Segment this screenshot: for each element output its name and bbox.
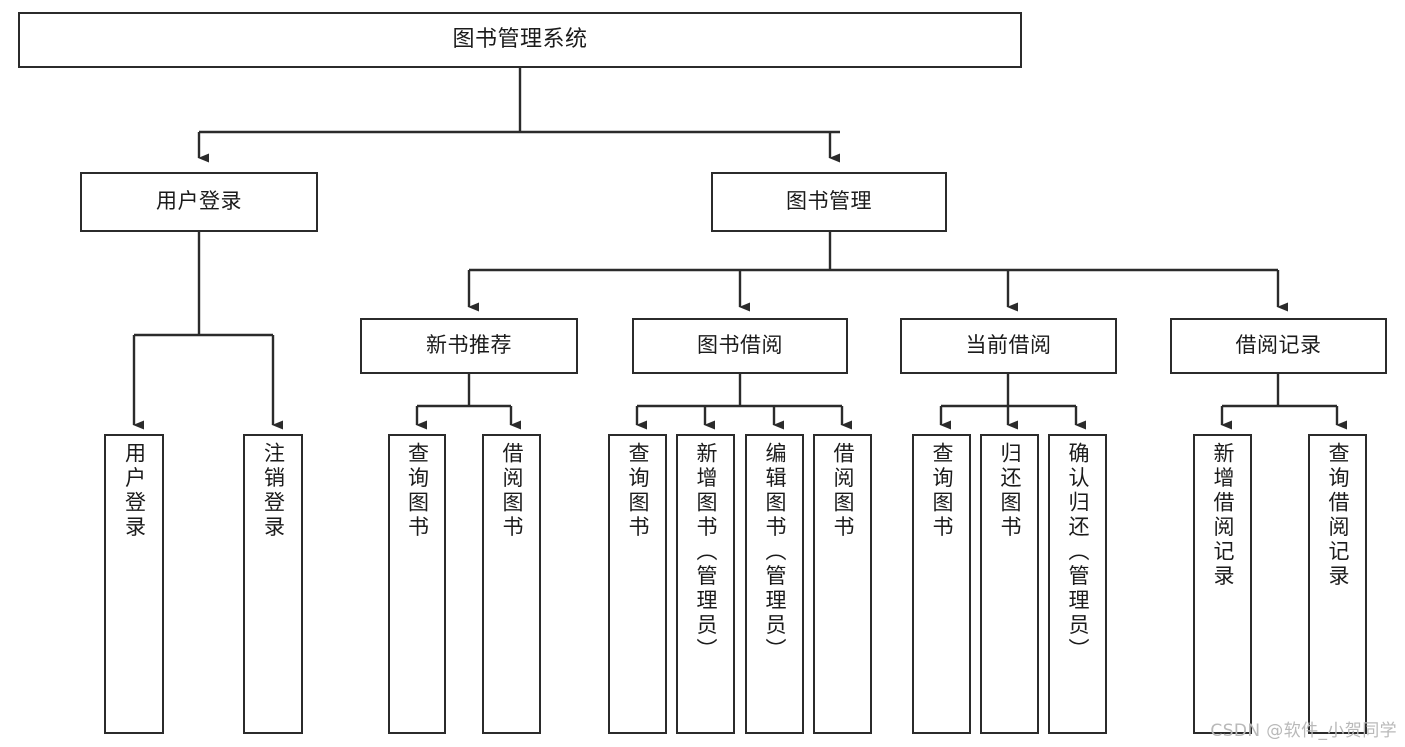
- leaf-query-book-borrow[interactable]: 查询图书: [608, 434, 667, 734]
- node-label: 图书管理系统: [452, 26, 588, 52]
- node-label: 新增借阅记录: [1211, 442, 1235, 589]
- node-label: 借阅记录: [1235, 333, 1322, 358]
- leaf-borrow-book[interactable]: 借阅图书: [813, 434, 872, 734]
- node-new-book-recommend[interactable]: 新书推荐: [360, 318, 578, 374]
- node-label: 编辑图书（管理员）: [763, 442, 787, 663]
- leaf-query-book-current[interactable]: 查询图书: [912, 434, 971, 734]
- leaf-confirm-return-admin[interactable]: 确认归还（管理员）: [1048, 434, 1107, 734]
- watermark-text: CSDN @软件_小贺同学: [1210, 721, 1397, 741]
- node-label: 新增图书（管理员）: [694, 442, 718, 663]
- node-label: 查询图书: [930, 442, 954, 540]
- node-label: 借阅图书: [500, 442, 524, 540]
- node-label: 借阅图书: [831, 442, 855, 540]
- leaf-query-book-recommend[interactable]: 查询图书: [388, 434, 446, 734]
- node-current-borrow[interactable]: 当前借阅: [900, 318, 1117, 374]
- node-root-book-management-system[interactable]: 图书管理系统: [18, 12, 1022, 68]
- leaf-query-borrow-record[interactable]: 查询借阅记录: [1308, 434, 1367, 734]
- node-label: 用户登录: [122, 442, 147, 540]
- node-label: 查询图书: [405, 442, 430, 540]
- node-borrow-record[interactable]: 借阅记录: [1170, 318, 1387, 374]
- node-label: 图书借阅: [697, 333, 783, 358]
- node-label: 新书推荐: [426, 333, 512, 358]
- node-label: 确认归还（管理员）: [1066, 442, 1090, 663]
- node-label: 查询借阅记录: [1326, 442, 1350, 589]
- node-label: 归还图书: [998, 442, 1022, 540]
- leaf-return-book[interactable]: 归还图书: [980, 434, 1039, 734]
- leaf-user-login[interactable]: 用户登录: [104, 434, 164, 734]
- leaf-logout[interactable]: 注销登录: [243, 434, 303, 734]
- node-book-borrow[interactable]: 图书借阅: [632, 318, 848, 374]
- node-label: 图书管理: [786, 189, 872, 214]
- node-label: 注销登录: [261, 442, 286, 540]
- node-label: 当前借阅: [965, 333, 1052, 358]
- leaf-borrow-book-recommend[interactable]: 借阅图书: [482, 434, 541, 734]
- leaf-add-book-admin[interactable]: 新增图书（管理员）: [676, 434, 735, 734]
- node-label: 用户登录: [156, 189, 242, 214]
- node-label: 查询图书: [626, 442, 650, 540]
- node-book-management[interactable]: 图书管理: [711, 172, 947, 232]
- node-user-login[interactable]: 用户登录: [80, 172, 318, 232]
- leaf-add-borrow-record[interactable]: 新增借阅记录: [1193, 434, 1252, 734]
- leaf-edit-book-admin[interactable]: 编辑图书（管理员）: [745, 434, 804, 734]
